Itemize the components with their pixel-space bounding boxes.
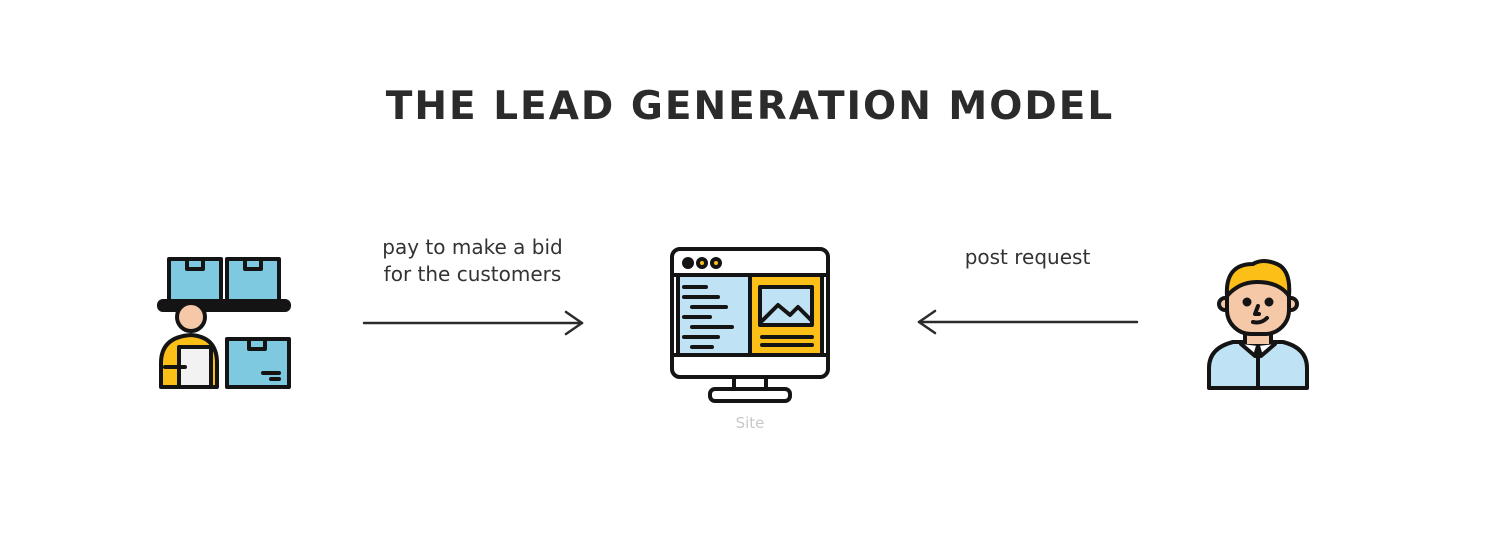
edge-label-bid-line1: pay to make a bid (382, 235, 563, 259)
edge-label-bid-line2: for the customers (383, 262, 562, 286)
arrow-left-icon (917, 309, 1139, 335)
edge-label-request: post request (964, 245, 1091, 269)
node-caption-site: Site (735, 414, 765, 432)
diagram-title: THE LEAD GENERATION MODEL (385, 84, 1115, 129)
arrow-right-icon (362, 310, 584, 336)
website-monitor-icon (670, 247, 830, 403)
customer-icon (1207, 259, 1309, 390)
warehouse-worker-icon (157, 257, 291, 389)
edge-label-bid: pay to make a bid for the customers (340, 234, 605, 288)
